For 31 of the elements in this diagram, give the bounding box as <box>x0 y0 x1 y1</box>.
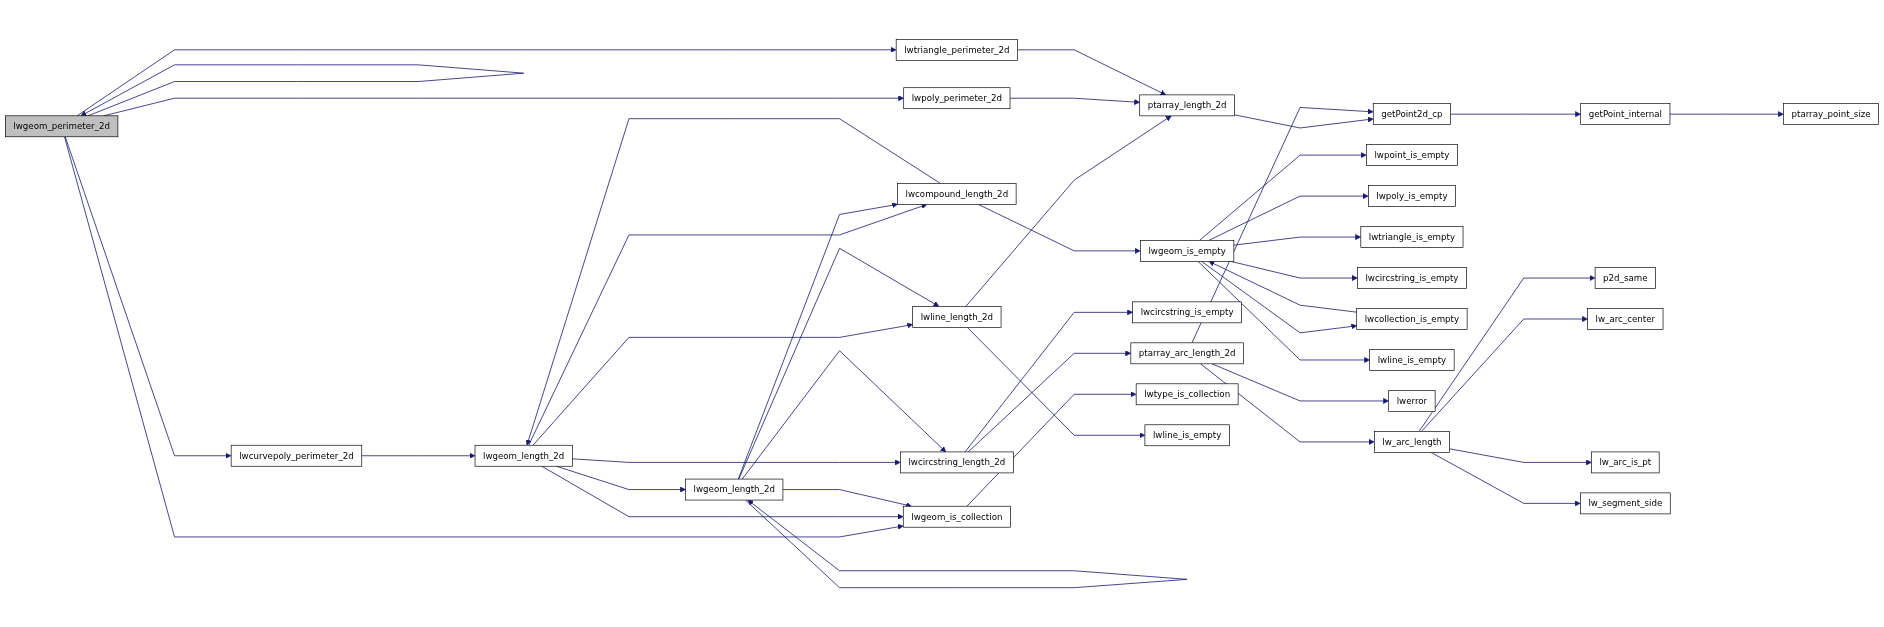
node-box: getPoint_internal <box>1580 103 1671 125</box>
node-box: lwtriangle_perimeter_2d <box>895 38 1018 61</box>
node-box: lwcircstring_is_empty <box>1357 267 1467 289</box>
node-box: lwcompound_length_2d <box>897 183 1017 205</box>
node-box: lwtype_is_collection <box>1135 383 1239 406</box>
node-box: lw_segment_side <box>1580 492 1671 515</box>
node-box: lwgeom_length_2d <box>474 444 573 467</box>
node-box: lwcollection_is_empty <box>1356 308 1468 330</box>
node-box: p2d_same <box>1594 267 1656 289</box>
node-box: ptarray_point_size <box>1783 103 1879 125</box>
node-box: lwline_is_empty <box>1144 424 1230 447</box>
node-box: lwpoly_perimeter_2d <box>903 87 1011 109</box>
node-box: lw_arc_length <box>1374 431 1450 453</box>
node-box: lwgeom_perimeter_2d <box>5 115 119 138</box>
node-box: lwcircstring_length_2d <box>900 451 1014 474</box>
node-box: ptarray_length_2d <box>1139 94 1235 117</box>
node-box: lwgeom_is_collection <box>902 505 1011 528</box>
node-box: lwpoint_is_empty <box>1366 144 1458 166</box>
node-box: lwgeom_is_empty <box>1140 240 1235 262</box>
node-box: lw_arc_is_pt <box>1591 451 1660 474</box>
node-box: lwgeom_length_2d <box>685 478 784 501</box>
node-box: lwline_is_empty <box>1369 349 1455 371</box>
node-box: lwerror <box>1388 390 1436 412</box>
node-box: getPoint2d_cp <box>1372 103 1451 125</box>
node-box: ptarray_arc_length_2d <box>1130 342 1244 365</box>
node-box: lwtriangle_is_empty <box>1360 226 1464 248</box>
node-box: lwcircstring_is_empty <box>1132 301 1242 324</box>
node-box: lw_arc_center <box>1587 308 1664 330</box>
node-box: lwpoly_is_empty <box>1368 185 1456 207</box>
node-box: lwline_length_2d <box>912 306 1002 328</box>
node-box: lwcurvepoly_perimeter_2d <box>230 444 363 467</box>
